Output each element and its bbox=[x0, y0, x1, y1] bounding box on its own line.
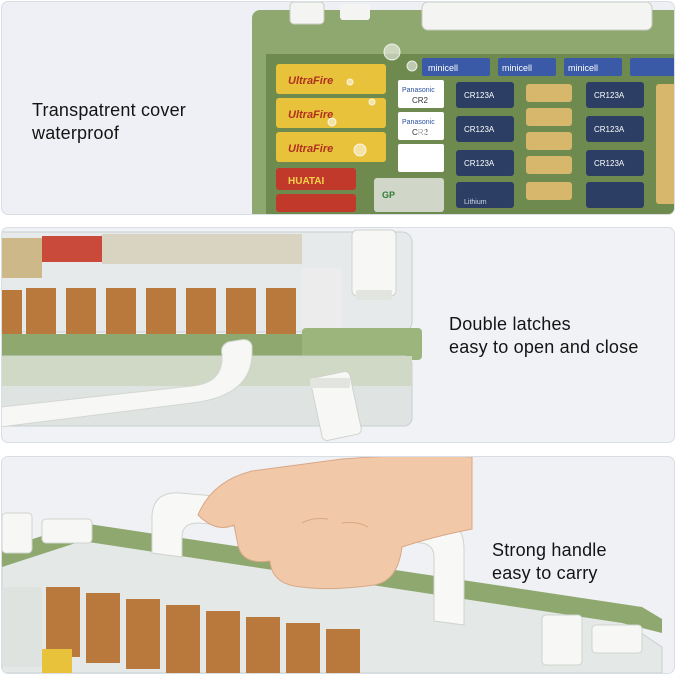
panel-double-latches: Double latches easy to open and close bbox=[2, 228, 674, 442]
caption-strong-handle: Strong handle easy to carry bbox=[492, 539, 607, 585]
caption-double-latches: Double latches easy to open and close bbox=[449, 313, 639, 359]
panasonic-label: Panasonic bbox=[402, 87, 435, 94]
caption-line: Transpatrent cover bbox=[32, 100, 186, 120]
panasonic-label: Panasonic bbox=[402, 119, 435, 126]
latch-right-2 bbox=[591, 624, 643, 654]
battery-case-top-view: UltraFire UltraFire UltraFire HUATAI min… bbox=[252, 2, 674, 214]
latch-lower bbox=[310, 370, 362, 442]
cr123a-label: CR123A bbox=[594, 159, 625, 168]
nine-volt-label: minicell bbox=[428, 63, 458, 73]
nine-volt-label: minicell bbox=[502, 63, 532, 73]
aa-battery-label: UltraFire bbox=[288, 75, 333, 87]
batteries-inside bbox=[2, 587, 360, 673]
cr123a-grid: CR123A CR123A CR123A CR123A CR123A CR123… bbox=[456, 82, 644, 208]
caption-line: easy to carry bbox=[492, 563, 598, 583]
cr123a-label: CR123A bbox=[464, 91, 495, 100]
caption-line: Strong handle bbox=[492, 540, 607, 560]
caption-line: waterproof bbox=[32, 123, 120, 143]
cr123a-label: CR123A bbox=[594, 91, 625, 100]
caption-line: easy to open and close bbox=[449, 337, 639, 357]
batteries-through-lid bbox=[2, 234, 342, 334]
caption-line: Double latches bbox=[449, 314, 571, 334]
panel-transparent-cover: Transpatrent cover waterproof UltraFire … bbox=[2, 2, 674, 214]
cr123a-label: CR123A bbox=[464, 125, 495, 134]
cr2-label: CR2 bbox=[412, 96, 429, 105]
gp-cells: GP bbox=[374, 178, 444, 212]
aa-battery-row: UltraFire UltraFire UltraFire HUATAI bbox=[276, 64, 386, 212]
huatai-label: HUATAI bbox=[288, 176, 325, 187]
aa-battery-label: UltraFire bbox=[288, 109, 333, 121]
latch-lower-pin bbox=[310, 378, 350, 388]
latch-right bbox=[541, 614, 583, 666]
battery-case-carry-view bbox=[2, 457, 663, 673]
latch-upper bbox=[351, 229, 397, 297]
handle-top bbox=[421, 2, 653, 31]
nine-volt-row: minicell minicell minicell bbox=[422, 58, 674, 76]
cr123a-label: CR123A bbox=[464, 159, 495, 168]
latch-left-2 bbox=[41, 518, 93, 544]
side-handle bbox=[2, 339, 253, 428]
gp-label: GP bbox=[382, 190, 395, 200]
aa-battery-label: UltraFire bbox=[288, 143, 333, 155]
battery-case-side-view bbox=[2, 229, 422, 442]
latch-hinge bbox=[302, 328, 422, 360]
small-cells-column bbox=[526, 84, 674, 204]
water-droplets bbox=[327, 43, 427, 157]
hand bbox=[197, 457, 473, 590]
latch-top bbox=[340, 4, 370, 20]
lithium-label: Lithium bbox=[464, 199, 487, 206]
latch-left bbox=[2, 512, 33, 554]
knuckle-lines bbox=[301, 518, 369, 528]
panel-strong-handle: Strong handle easy to carry bbox=[2, 457, 674, 673]
cr123a-label: CR123A bbox=[594, 125, 625, 134]
caption-transparent-cover: Transpatrent cover waterproof bbox=[32, 99, 186, 145]
nine-volt-label: minicell bbox=[568, 63, 598, 73]
latch-top bbox=[289, 2, 325, 25]
cr2-column: Panasonic CR2 Panasonic CR2 bbox=[398, 80, 444, 172]
latch-upper-pin bbox=[356, 290, 392, 300]
